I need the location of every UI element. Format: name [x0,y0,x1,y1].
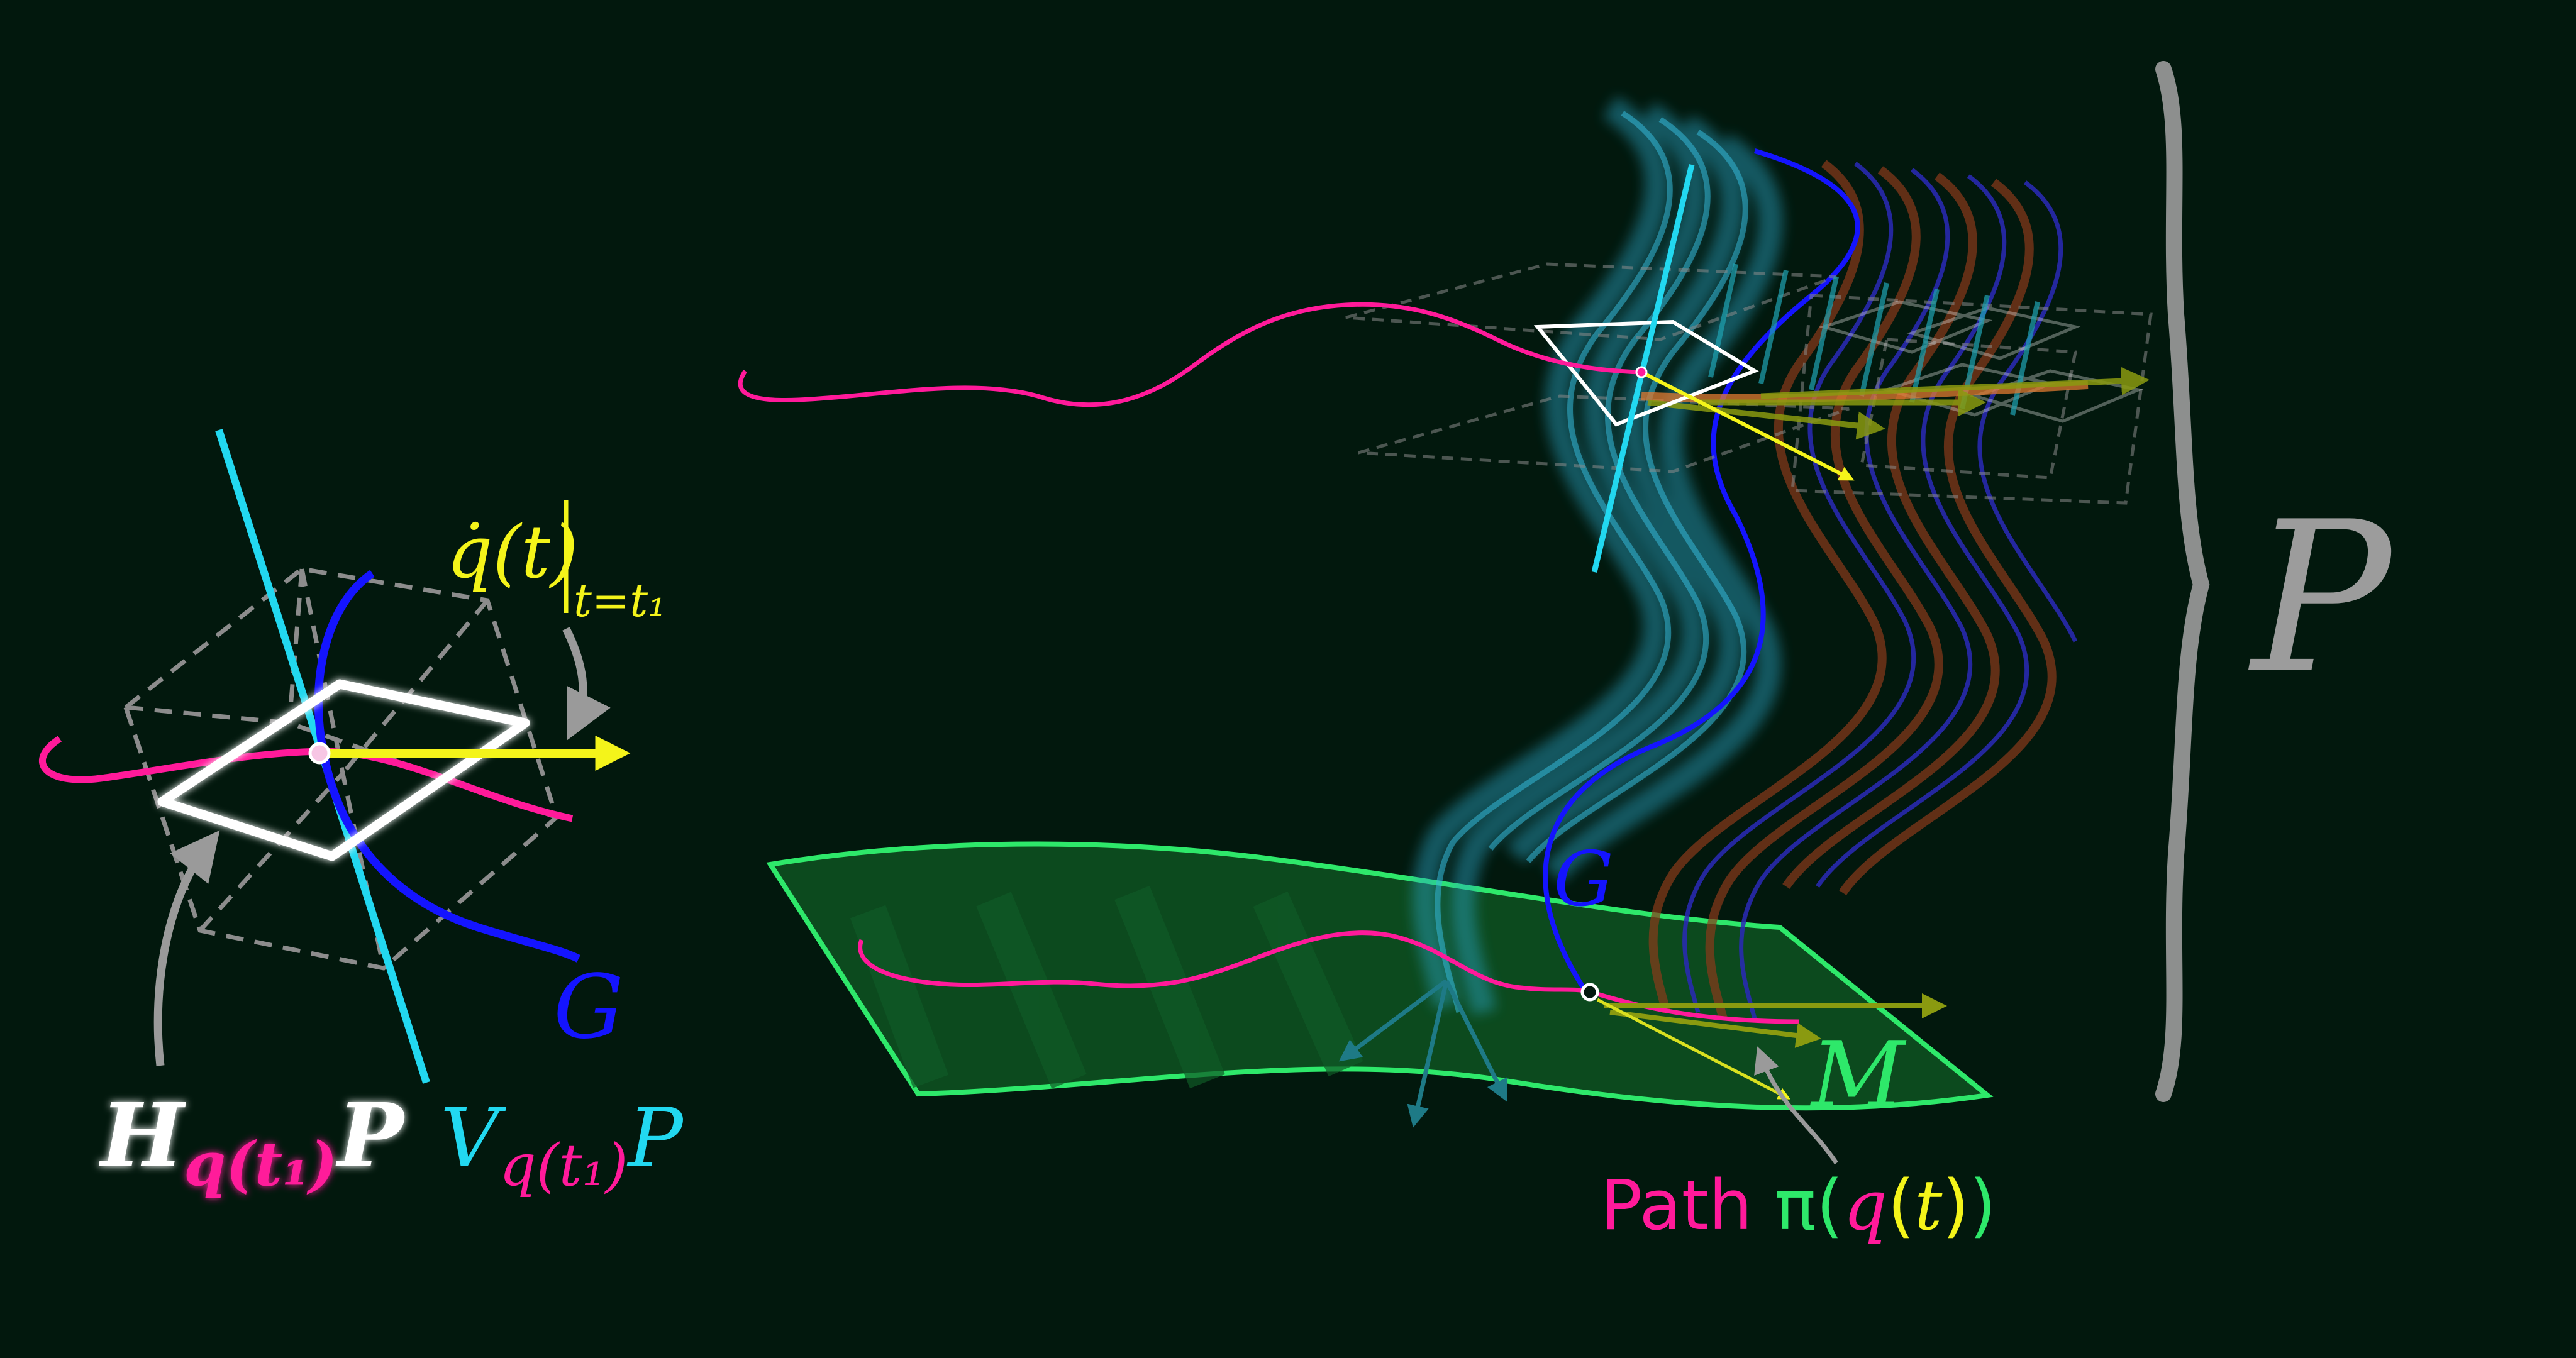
point-lifted [1635,366,1648,378]
annotation-arrow-path [1754,1046,1838,1164]
lift-arrows-olive [1647,367,2150,440]
curve-g-left [314,570,580,963]
base-tangent-yellow [1596,998,1791,1100]
point-q-t1 [308,742,331,765]
lifted-path-magenta [738,302,1642,407]
label-vertical-space: Vq(t₁)P [440,1090,684,1199]
manifold-texture [850,885,1363,1089]
base-tangent-arrows [1604,993,1947,1048]
curve-magenta-left [38,736,574,822]
label-path-projection: Path π(q(t)) [1601,1165,1996,1245]
fiber-tubes-cyan-sharp [1435,111,1748,1013]
projection-arrows [1338,979,1507,1128]
label-horizontal-space: Hq(t₁)P [98,1085,406,1200]
annotation-arrow-h [153,830,220,1066]
detail-figure: Hq(t₁)P Vq(t₁)P G q̇(t) t=t₁ [38,429,684,1200]
base-manifold-m [766,841,1994,1111]
label-qdot-sub: t=t₁ [574,574,666,627]
fiber-tubes-orange [1648,160,2057,1020]
vertical-fiber-ticks [1708,263,2040,416]
total-space-brace [2155,61,2210,1102]
label-base-m: M [1809,1022,1907,1129]
label-g-right: G [1553,836,1614,924]
annotation-arrow-qdot [562,627,611,741]
fiber-tubes-cyan [1412,96,1784,1015]
label-qdot: q̇(t) [447,511,579,595]
point-base [1580,983,1599,1002]
horizontal-plane [157,679,530,861]
main-figure: P G M Path π(q(t)) [738,61,2394,1245]
label-total-space-p: P [2248,477,2394,719]
tangent-arrow-right [1640,370,1855,481]
dashed-cube [123,566,560,971]
fiber-g-right [1543,148,1860,992]
label-g-left: G [553,956,624,1059]
horizontal-plane-right [1533,319,1759,427]
